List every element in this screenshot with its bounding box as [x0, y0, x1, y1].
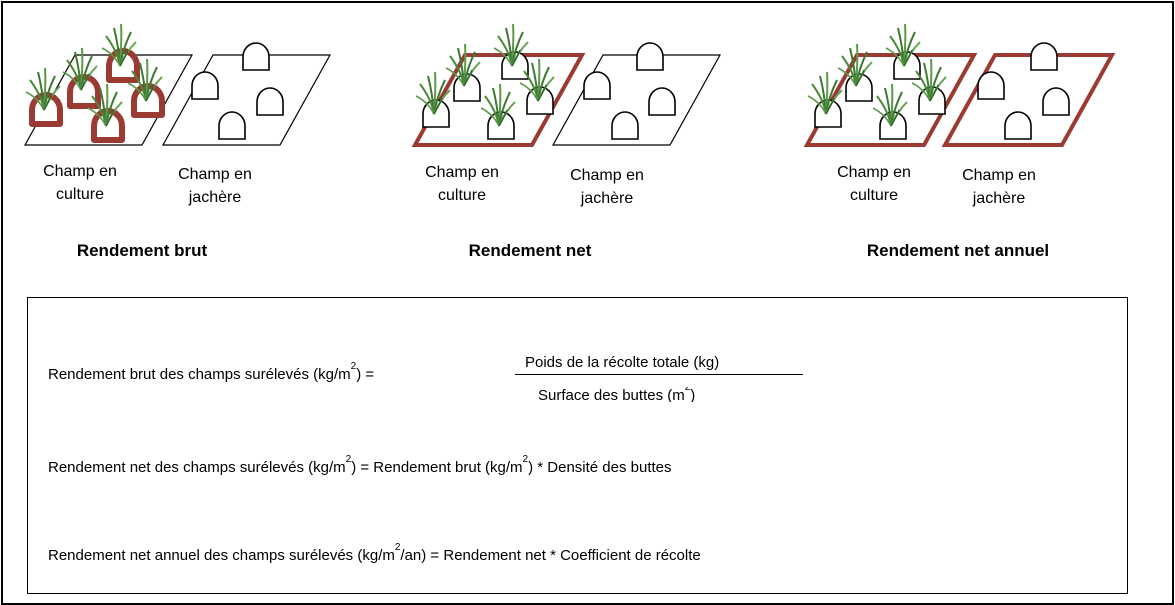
label-line: jachère: [188, 189, 242, 206]
formula-text: ) * Densité des buttes: [528, 459, 672, 476]
panel-gross-yield: [23, 23, 332, 146]
formula-text: ) =: [356, 366, 375, 383]
fallow-field: [551, 54, 722, 146]
formula-text: ) = Rendement brut (kg/m: [351, 459, 523, 476]
label-line: Champ en: [570, 167, 644, 184]
formula-annual-net-yield: Rendement net annuel des champs surélevé…: [48, 543, 701, 565]
formula-box: Rendement brut des champs surélevés (kg/…: [27, 297, 1128, 594]
cultivated-label: Champ en culture: [819, 161, 929, 207]
fallow-beds: [191, 42, 284, 140]
formula-text: ): [690, 387, 696, 402]
label-line: Champ en: [178, 166, 252, 183]
label-line: Champ en: [837, 164, 911, 181]
title-annual-net-yield: Rendement net annuel: [866, 241, 1050, 260]
fallow-label: Champ en jachère: [552, 164, 662, 210]
label-line: culture: [55, 186, 105, 203]
title-gross-yield: Rendement brut: [76, 241, 208, 260]
formula-net-yield: Rendement net des champs surélevés (kg/m…: [48, 455, 672, 477]
formula-text: Rendement brut des champs surélevés (kg/…: [48, 366, 351, 383]
cultivated-label: Champ en culture: [407, 161, 517, 207]
formula-text: Surface des buttes (m: [538, 387, 685, 402]
formula-text: /an) = Rendement net * Coefficient de ré…: [400, 547, 701, 564]
label-line: culture: [437, 187, 487, 204]
fallow-label: Champ en jachère: [160, 163, 270, 209]
raised-beds: [415, 23, 555, 140]
panel-annual-net-yield: [803, 23, 1116, 147]
label-line: jachère: [580, 190, 634, 207]
label-line: culture: [849, 187, 899, 204]
label-line: Champ en: [425, 164, 499, 181]
superscript: 2: [345, 454, 352, 465]
superscript: 2: [522, 454, 529, 465]
cultivated-label: Champ en culture: [25, 160, 135, 206]
raised-beds: [807, 23, 947, 140]
title-net-yield: Rendement net: [468, 241, 592, 260]
formula-denominator: Surface des buttes (m2): [538, 387, 695, 402]
fallow-beds: [583, 42, 676, 140]
label-line: Champ en: [962, 167, 1036, 184]
panel-net-yield: [411, 23, 722, 147]
formula-gross-yield-lhs: Rendement brut des champs surélevés (kg/…: [48, 362, 375, 384]
fallow-field: [161, 54, 332, 146]
formula-text: Rendement net des champs surélevés (kg/m: [48, 459, 346, 476]
formula-text: Rendement net annuel des champs surélevé…: [48, 547, 395, 564]
superscript: 2: [684, 387, 691, 393]
raised-beds: [25, 23, 162, 140]
label-line: jachère: [972, 190, 1026, 207]
field-diagrams: [23, 23, 1116, 147]
fallow-label: Champ en jachère: [944, 164, 1054, 210]
formula-numerator: Poids de la récolte totale (kg): [525, 354, 720, 371]
fallow-field-highlight: [941, 53, 1116, 147]
label-line: Champ en: [43, 163, 117, 180]
superscript: 2: [350, 361, 357, 372]
superscript: 2: [394, 542, 401, 553]
fraction-line: [515, 374, 803, 375]
